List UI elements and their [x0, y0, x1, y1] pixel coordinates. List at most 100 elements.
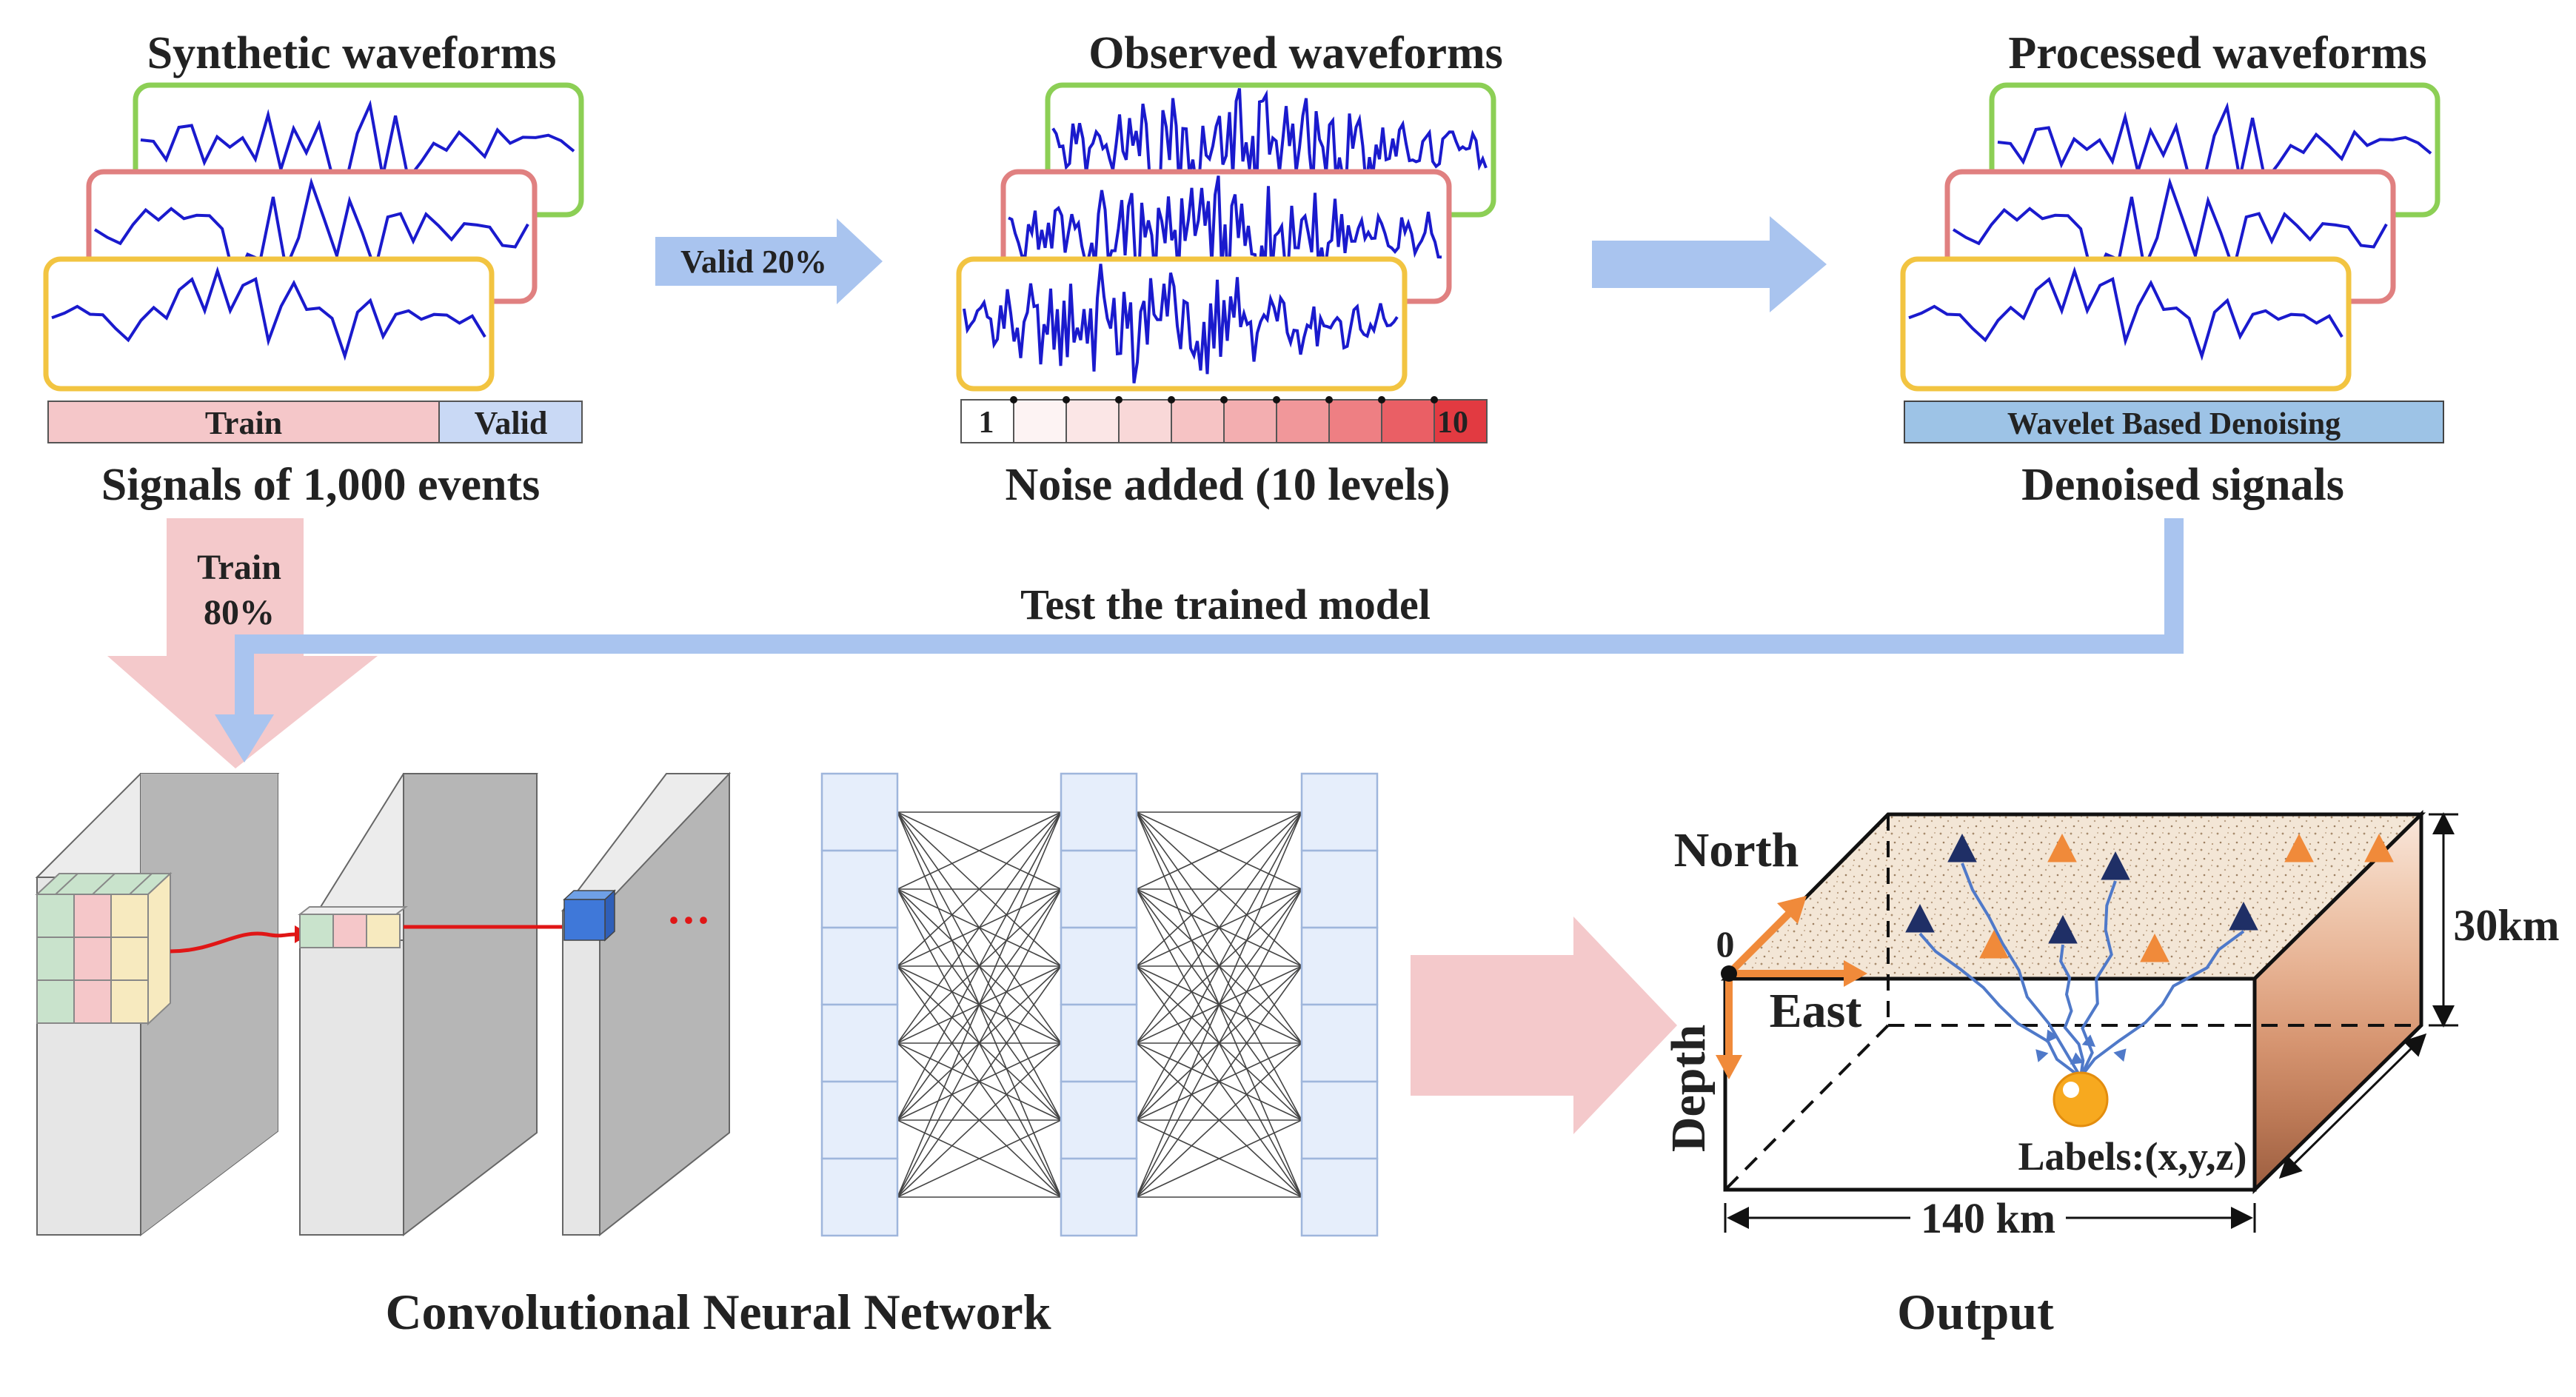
train-bar-label: Train [205, 405, 282, 441]
fc-neuron [1060, 849, 1138, 929]
train-arrow-line1: Train [197, 548, 281, 587]
noise-level-cell [1065, 399, 1120, 443]
fc-neuron [1060, 1003, 1138, 1083]
ray-arrowhead [2081, 1034, 2096, 1047]
ray-arrowhead [2046, 1029, 2059, 1043]
fc-neuron [820, 772, 899, 852]
station-triangle-dark [1947, 834, 1977, 862]
processed-waveform-3 [1908, 266, 2344, 361]
processed-waveform-1 [1997, 101, 2432, 194]
noise-level-tick [1220, 396, 1228, 403]
station-triangle-orange [2140, 934, 2169, 962]
output-caption: Output [1897, 1284, 2054, 1340]
fc-connection [1136, 1042, 1302, 1198]
north-axis-head [1777, 896, 1807, 924]
labels-text: Labels:(x,y,z) [2018, 1134, 2247, 1179]
station-triangle-orange [2364, 834, 2394, 862]
fc-neuron [1060, 926, 1138, 1006]
depth-dimension-label: 30km [2453, 901, 2559, 950]
synthetic-waveform-1 [140, 99, 575, 192]
processed-frame-yellow [1900, 256, 2352, 392]
fc-neuron [820, 1003, 899, 1083]
noise-level-cell [1171, 399, 1225, 443]
station-triangle-orange [2284, 834, 2314, 862]
noise-level-tick [1115, 396, 1123, 403]
cnn-caption: Convolutional Neural Network [385, 1284, 1051, 1340]
event-source-highlight [2063, 1082, 2079, 1098]
fc-neuron [820, 849, 899, 929]
east-axis-head [1844, 960, 1867, 987]
valid-arrow-label: Valid 20% [680, 244, 827, 280]
noise-level-scale [960, 396, 1488, 443]
noise-level-tick [1168, 396, 1175, 403]
ray-arrowhead [2035, 1049, 2049, 1062]
fc-connection [1136, 811, 1302, 1198]
valid-split-bar [438, 401, 583, 443]
dimension-lateral [2278, 1033, 2427, 1179]
noise-level-tick [1063, 396, 1070, 403]
width-label-backdrop [1910, 1201, 2066, 1236]
fc-connection [897, 811, 1062, 967]
test-connector [235, 518, 2184, 718]
box-front-face [1723, 976, 2257, 1192]
denoised-caption: Denoised signals [2021, 460, 2344, 510]
wavelet-bar-label: Wavelet Based Denoising [2007, 407, 2341, 441]
fc-connection [1136, 888, 1302, 1198]
station-triangle-orange [1979, 930, 2009, 959]
fc-neuron [1300, 926, 1379, 1006]
ray-path [1961, 862, 2082, 1079]
station-triangle-dark [2229, 902, 2258, 931]
origin-dot [1721, 965, 1737, 982]
east-label: East [1770, 984, 1862, 1038]
noise-level-cell [1013, 399, 1067, 443]
fc-connection [897, 811, 1062, 1044]
fc-neuron [820, 926, 899, 1006]
synthetic-waveforms-title: Synthetic waveforms [147, 28, 557, 78]
noise-level-tick [1325, 396, 1333, 403]
test-label: Test the trained model [1020, 580, 1431, 629]
synthetic-frame-yellow [43, 256, 495, 392]
cnn-block-3-front [562, 910, 600, 1236]
cnn-block-2-side [403, 773, 538, 1237]
fc-connection [897, 811, 1062, 1121]
output-3d-box [1721, 810, 2426, 1194]
north-axis [1726, 904, 1799, 976]
cnn-kernel-3d [35, 871, 173, 1026]
noise-level-cell [1328, 399, 1382, 443]
station-triangle-dark [2048, 915, 2078, 944]
noise-level-tick [1273, 396, 1280, 403]
noise-level-cell [1381, 399, 1435, 443]
test-arrowhead [215, 714, 274, 763]
ray-path [2079, 930, 2245, 1079]
ray-arrowhead [2070, 1052, 2084, 1065]
noise-level-cell [1433, 399, 1488, 443]
cnn-ellipsis: ··· [666, 896, 711, 945]
event-source [2053, 1071, 2109, 1128]
fc-neuron [1060, 1157, 1138, 1237]
noise-level-max: 10 [1437, 406, 1468, 440]
ray-paths [1918, 862, 2245, 1079]
valid-bar-label: Valid [475, 405, 548, 441]
noise-level-tick [1431, 396, 1438, 403]
fully-connected-network [820, 772, 1379, 1237]
train-split-bar [47, 401, 440, 443]
synthetic-waveform-3 [51, 266, 486, 361]
fc-neuron [1300, 1157, 1379, 1237]
box-hidden-edge-diagonal [1724, 1024, 1890, 1191]
observed-waveform-3 [963, 264, 1399, 383]
fc-connection [897, 811, 1062, 1198]
station-triangle-dark [2101, 851, 2130, 880]
fc-neuron [1300, 1003, 1379, 1083]
fc-connection [897, 888, 1062, 1198]
seismic-stations [1905, 834, 2394, 962]
noise-level-min: 1 [979, 406, 994, 440]
fc-connection [1136, 811, 1302, 1044]
noise-level-cell [1223, 399, 1277, 443]
fc-connection [897, 1119, 1062, 1198]
station-triangle-orange [2047, 834, 2077, 862]
observed-waveforms-title: Observed waveforms [1088, 28, 1503, 78]
process-arrow [1592, 216, 1827, 312]
fc-neuron [1060, 772, 1138, 852]
